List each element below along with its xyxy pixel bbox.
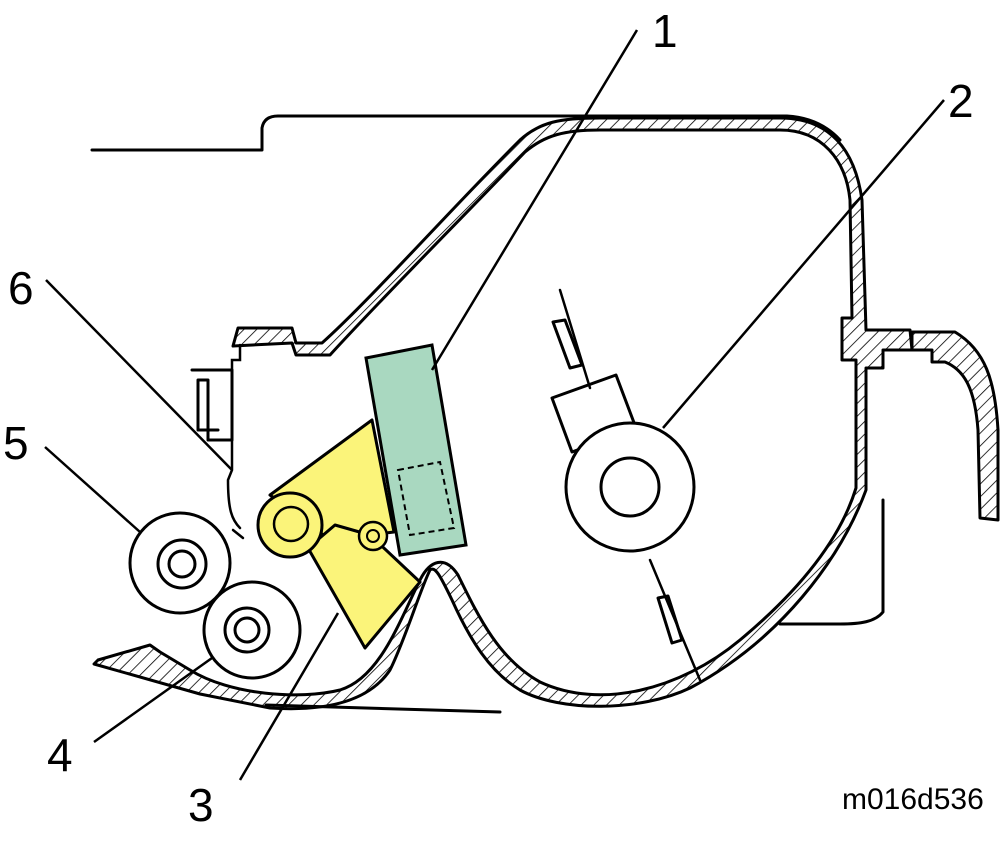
callout-4: 4	[47, 729, 73, 781]
top-frame-line	[90, 114, 842, 152]
leader-line-5	[44, 446, 141, 533]
leader-line-2	[662, 99, 945, 429]
seal-strip	[226, 343, 242, 530]
paddle-tab-upper	[551, 318, 584, 370]
roller-5-core	[167, 549, 197, 579]
leader-line-6	[45, 279, 233, 471]
blade-inner-part	[396, 460, 456, 537]
callout-1: 1	[652, 5, 678, 57]
yellow-arm	[306, 523, 422, 650]
figure-code: m016d536	[842, 783, 984, 816]
doctor-blade	[364, 343, 468, 557]
roller-4-core	[233, 616, 261, 644]
rear-flap	[910, 330, 1000, 522]
leader-line-3	[238, 612, 340, 781]
paddle-blade-upper	[558, 288, 592, 390]
lower-outline	[778, 498, 885, 626]
arm-pivot-inner	[366, 529, 380, 543]
leader-line-4	[93, 656, 213, 744]
left-bracket	[190, 368, 234, 442]
bottom-line	[264, 703, 502, 714]
paddle-tab-lower	[656, 594, 684, 645]
callout-5: 5	[3, 417, 29, 469]
housing-wall	[92, 116, 914, 711]
leader-line-1	[430, 29, 639, 371]
lever-pivot-inner	[272, 505, 310, 543]
callout-3: 3	[188, 779, 214, 831]
agitator-axle	[599, 456, 661, 518]
callout-6: 6	[8, 262, 34, 314]
callout-2: 2	[948, 75, 974, 127]
seal-lip	[231, 528, 245, 540]
